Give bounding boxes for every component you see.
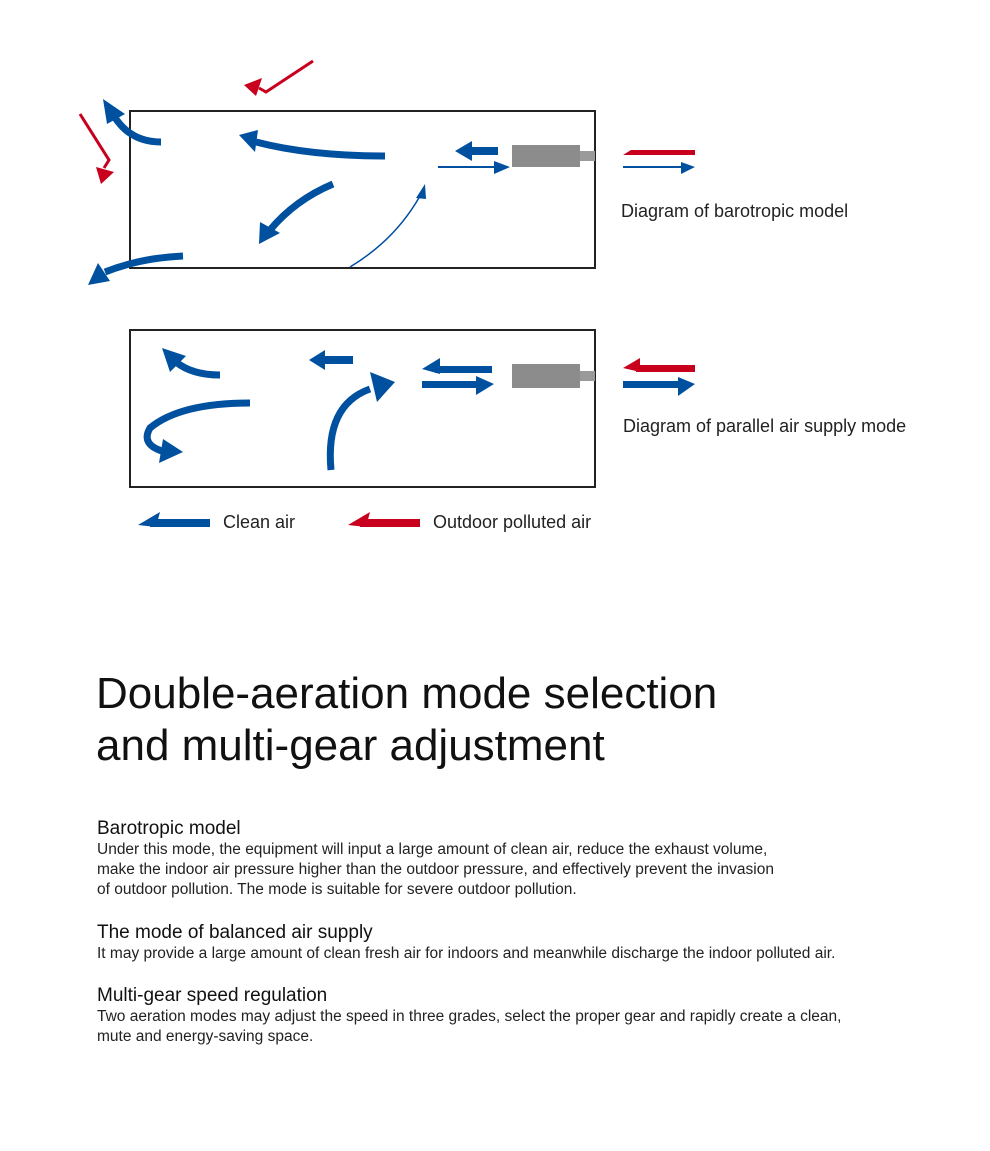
parallel-flow-symbol	[623, 358, 695, 396]
airflow-diagrams	[78, 59, 695, 527]
legend-clean-swatch	[138, 512, 210, 527]
polluted-air-arrow	[244, 59, 314, 96]
section-balanced: The mode of balanced air supply It may p…	[97, 922, 937, 964]
clean-air-arrow	[88, 99, 510, 285]
section-body: Two aeration modes may adjust the speed …	[97, 1008, 842, 1045]
section-barotropic: Barotropic model Under this mode, the eq…	[97, 818, 937, 900]
barotropic-flow-symbol	[623, 150, 695, 174]
section-heading: Multi-gear speed regulation	[97, 985, 328, 1006]
page-title: Double-aeration mode selection and multi…	[96, 668, 717, 772]
legend-clean-label: Clean air	[223, 512, 296, 532]
legend-polluted-label: Outdoor polluted air	[433, 512, 592, 532]
title-line-2: and multi-gear adjustment	[96, 721, 605, 770]
room-outline	[129, 329, 596, 488]
polluted-air-arrow	[78, 113, 114, 184]
section-heading: The mode of balanced air supply	[97, 922, 373, 943]
clean-air-arrow	[143, 348, 494, 471]
section-multi-gear: Multi-gear speed regulation Two aeration…	[97, 985, 937, 1047]
barotropic-diagram	[78, 59, 695, 285]
section-body: It may provide a large amount of clean f…	[97, 945, 836, 962]
section-heading: Barotropic model	[97, 818, 241, 839]
section-body: Under this mode, the equipment will inpu…	[97, 841, 774, 898]
ventilator-device	[512, 145, 595, 167]
legend-polluted-swatch	[348, 512, 420, 527]
parallel-caption: Diagram of parallel air supply mode	[623, 416, 907, 436]
title-line-1: Double-aeration mode selection	[96, 669, 718, 718]
room-outline	[129, 110, 596, 269]
parallel-diagram	[129, 329, 695, 488]
barotropic-caption: Diagram of barotropic model	[621, 201, 849, 221]
ventilator-device	[512, 364, 595, 388]
